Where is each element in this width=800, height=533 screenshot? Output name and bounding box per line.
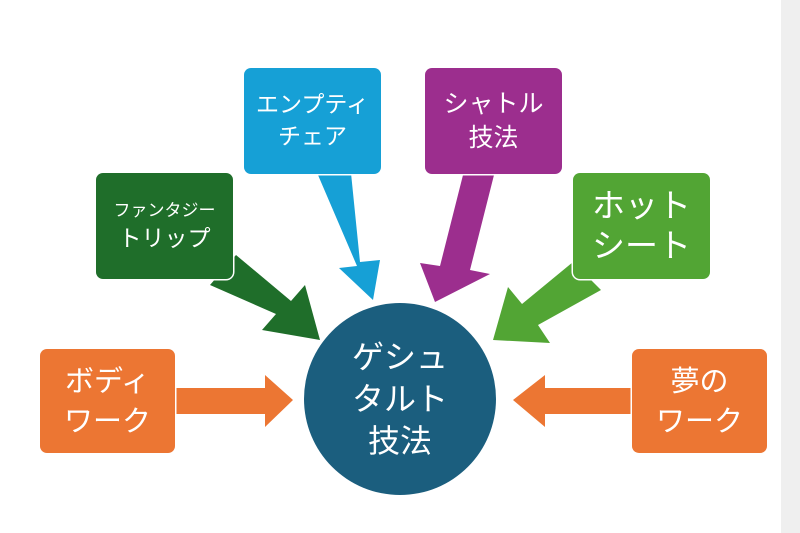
- right-edge-strip: [781, 0, 800, 533]
- node-dream-work-line-1: 夢の: [670, 364, 729, 398]
- node-empty-chair-line-2: チェア: [278, 124, 347, 150]
- node-dream-work-line-2: ワーク: [655, 404, 743, 438]
- node-empty-chair-line-1: エンプティ: [256, 92, 369, 118]
- node-empty-chair: エンプティ チェア: [244, 68, 381, 174]
- arrow-fantasy-trip: [210, 255, 320, 340]
- node-body-work: ボディ ワーク: [40, 349, 175, 453]
- arrow-shuttle: [420, 175, 494, 302]
- hub-circle: ゲシュ タルト 技法: [304, 303, 496, 495]
- node-body-work-line-2: ワーク: [63, 404, 151, 438]
- node-shuttle-line-1: シャトル: [443, 89, 544, 118]
- node-fantasy-trip-line-2: トリップ: [118, 226, 211, 252]
- node-hot-seat-line-1: ホット: [592, 186, 691, 225]
- hub-line-1: ゲシュ: [351, 338, 448, 376]
- node-hot-seat-line-2: シート: [592, 226, 691, 265]
- node-fantasy-trip: ファンタジー トリップ: [96, 173, 233, 279]
- arrow-dream-work: [513, 375, 632, 427]
- node-body-work-line-1: ボディ: [65, 364, 150, 398]
- arrow-hot-seat: [493, 262, 601, 343]
- hub-line-3: 技法: [367, 422, 432, 460]
- node-shuttle: シャトル 技法: [425, 68, 562, 174]
- arrow-empty-chair: [318, 173, 380, 300]
- node-shuttle-line-2: 技法: [468, 123, 519, 152]
- node-fantasy-trip-line-1: ファンタジー: [113, 201, 216, 221]
- node-hot-seat: ホット シート: [573, 173, 710, 279]
- node-dream-work: 夢の ワーク: [632, 349, 767, 453]
- arrow-body-work: [175, 375, 293, 427]
- hub-line-2: タルト: [351, 380, 448, 418]
